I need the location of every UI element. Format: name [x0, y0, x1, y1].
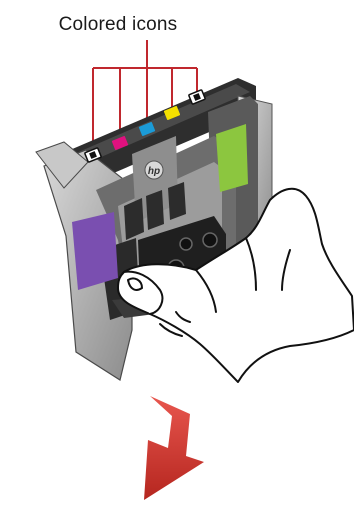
green-patch [216, 124, 248, 192]
down-arrow [144, 396, 204, 500]
hp-logo-text: hp [148, 166, 160, 177]
violet-patch [72, 212, 118, 290]
hp-logo: hp [145, 161, 163, 179]
down-arrow-shape [144, 396, 204, 500]
